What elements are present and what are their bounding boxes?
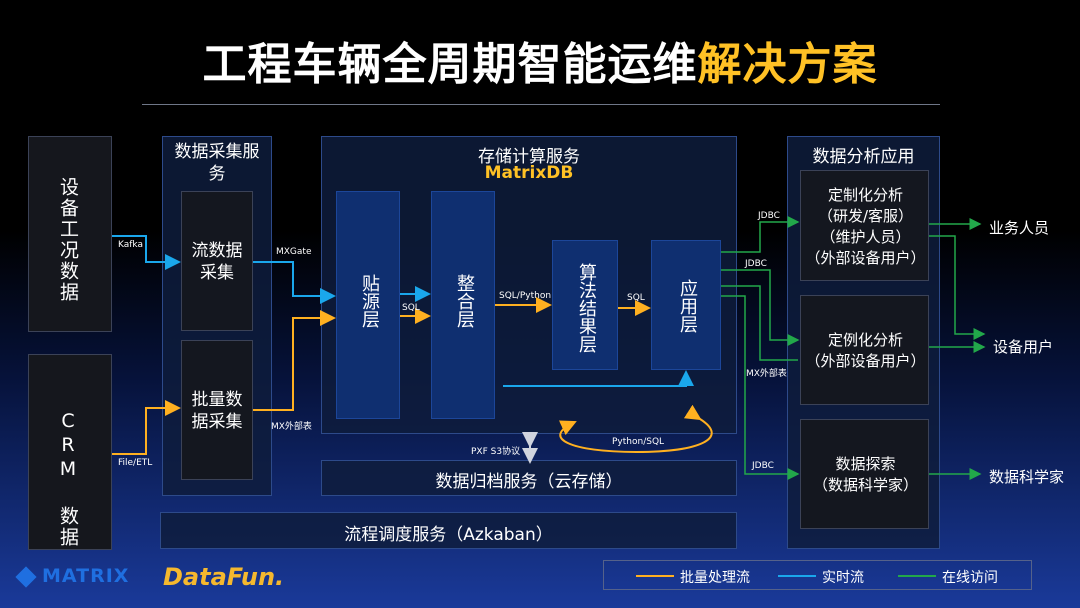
- archive-service: 数据归档服务（云存储）: [321, 460, 737, 496]
- edge-jdbc-custom: [721, 216, 800, 253]
- source-device-label: 设备工况数据: [57, 177, 79, 303]
- routine-analysis-box: 定例化分析 （外部设备用户）: [800, 295, 929, 405]
- routine-analysis-label: 定例化分析 （外部设备用户）: [801, 330, 930, 372]
- matrix-logo-icon: [15, 565, 37, 588]
- legend-batch-line: [636, 575, 674, 577]
- layer-paste-source: 贴源层: [336, 191, 400, 419]
- edge-mxgate: [253, 261, 336, 304]
- user-business: 业务人员: [989, 219, 1050, 237]
- layer-application-label: 应用层: [677, 279, 698, 333]
- edge-jdbc-routine-b: [721, 285, 798, 361]
- data-explore-line: （数据科学家）: [812, 476, 918, 494]
- batch-collection-label: 批量数据采集: [191, 390, 243, 432]
- matrix-logo: MATRIX: [15, 565, 130, 588]
- batch-collection-box: 批量数据采集: [181, 340, 253, 480]
- routine-analysis-line: 定例化分析: [827, 331, 903, 349]
- edge-file-etl: [112, 400, 181, 455]
- edge-integrate-app-rt: [503, 370, 694, 387]
- custom-analysis-label: 定制化分析 （研发/客服） （维护人员） （外部设备用户）: [801, 185, 930, 269]
- datafun-logo-text: DataFun.: [163, 563, 285, 591]
- data-explore-box: 数据探索 （数据科学家）: [800, 419, 929, 529]
- title-divider: [142, 104, 940, 105]
- source-crm-label: CRM 数据: [57, 410, 79, 548]
- custom-analysis-box: 定制化分析 （研发/客服） （维护人员） （外部设备用户）: [800, 170, 929, 281]
- datafun-logo: DataFun.: [163, 563, 284, 591]
- routine-analysis-line: （外部设备用户）: [805, 352, 926, 370]
- label-mxgate: MXGate: [276, 247, 312, 257]
- storage-subtitle: MatrixDB: [484, 163, 574, 183]
- label-sql-python: SQL/Python: [499, 291, 552, 301]
- legend-online-line: [898, 575, 936, 577]
- legend: 批量处理流 实时流 在线访问: [603, 560, 1032, 590]
- layer-algorithm-result: 算法结果层: [552, 240, 618, 370]
- scheduling-service: 流程调度服务（Azkaban）: [160, 512, 737, 549]
- user-device: 设备用户: [993, 338, 1054, 356]
- legend-online: 在线访问: [942, 570, 998, 586]
- source-crm-data: CRM 数据: [28, 354, 112, 550]
- label-mx-ext: MX外部表: [271, 422, 312, 432]
- label-jdbc3: JDBC: [752, 461, 774, 471]
- matrix-logo-text: MATRIX: [42, 565, 130, 587]
- edge-jdbc-routine-a: [721, 269, 800, 346]
- edge-kafka: [112, 235, 181, 270]
- label-sql2: SQL: [627, 293, 645, 303]
- label-jdbc1: JDBC: [758, 211, 780, 221]
- layer-integrate-label: 整合层: [454, 274, 475, 328]
- legend-realtime: 实时流: [822, 570, 864, 586]
- stream-collection-label: 流数据采集: [191, 241, 243, 283]
- label-mx-ext2: MX外部表: [746, 369, 787, 379]
- label-python-sql: Python/SQL: [612, 437, 665, 447]
- label-pxf: PXF S3协议: [471, 447, 521, 457]
- user-scientist: 数据科学家: [989, 468, 1065, 486]
- custom-analysis-line: （维护人员）: [820, 228, 911, 246]
- data-explore-label: 数据探索 （数据科学家）: [801, 454, 930, 496]
- storage-title: 存储计算服务: [478, 147, 580, 167]
- custom-analysis-line: （外部设备用户）: [805, 249, 926, 267]
- analysis-title: 数据分析应用: [812, 147, 915, 167]
- scheduling-service-label: 流程调度服务（Azkaban）: [344, 525, 553, 545]
- edge-jdbc-explore: [721, 295, 800, 480]
- custom-analysis-line: 定制化分析: [827, 186, 903, 204]
- source-device-data: 设备工况数据: [28, 136, 112, 332]
- edge-mx-ext: [253, 310, 336, 411]
- title-highlight: 解决方案: [697, 39, 878, 90]
- edge-custom-device: [929, 235, 986, 340]
- layer-application: 应用层: [651, 240, 721, 370]
- layer-algorithm-label: 算法结果层: [576, 263, 597, 353]
- custom-analysis-line: （研发/客服）: [817, 207, 914, 225]
- title-main: 工程车辆全周期智能运维: [202, 39, 698, 90]
- archive-service-label: 数据归档服务（云存储）: [435, 472, 623, 492]
- edge-python-sql: [558, 404, 713, 454]
- legend-realtime-line: [778, 575, 816, 577]
- legend-batch: 批量处理流: [680, 570, 750, 586]
- collection-title: 数据采集服务: [174, 142, 260, 184]
- layer-integrate: 整合层: [431, 191, 495, 419]
- data-explore-line: 数据探索: [835, 455, 896, 473]
- layer-paste-label: 贴源层: [359, 274, 380, 328]
- page-title: 工程车辆全周期智能运维解决方案: [0, 28, 1080, 92]
- label-sql1: SQL: [402, 303, 420, 313]
- stream-collection-box: 流数据采集: [181, 191, 253, 331]
- label-kafka: Kafka: [118, 240, 143, 250]
- label-jdbc2: JDBC: [745, 259, 767, 269]
- label-file-etl: File/ETL: [118, 458, 153, 468]
